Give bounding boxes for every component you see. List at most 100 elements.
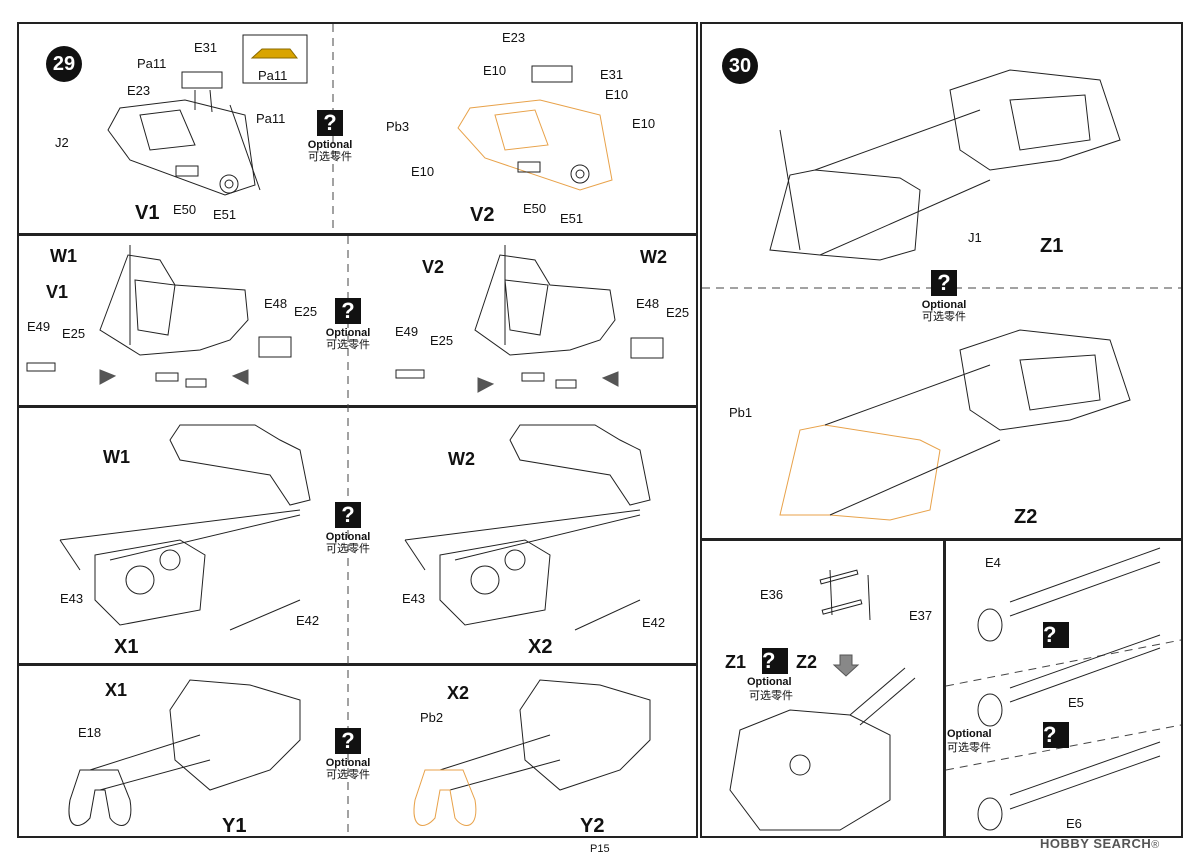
- title-w2-sub: W2: [448, 449, 475, 469]
- step-number-29: 29: [46, 46, 82, 82]
- y1-drawing: [68, 679, 301, 826]
- title-w1-sub: W1: [103, 447, 130, 467]
- watermark-brand: HOBBY SEARCH: [1040, 836, 1152, 851]
- title-z2: Z2: [1014, 506, 1038, 528]
- optional-marker-z: ? Optional 可选零件: [914, 270, 974, 323]
- label-j1: J1: [968, 230, 982, 245]
- optional-label: Optional: [947, 728, 992, 740]
- title-v2: V2: [470, 204, 495, 226]
- label-e48: E48: [636, 296, 660, 311]
- label-e31: E31: [194, 40, 218, 55]
- x2-drawing: [404, 424, 651, 631]
- label-e37: E37: [909, 608, 933, 623]
- title-x2: X2: [528, 636, 553, 658]
- label-e25: E25: [62, 326, 86, 341]
- optional-label-zh: 可选零件: [947, 742, 991, 754]
- question-icon: ?: [335, 298, 361, 324]
- label-e10: E10: [605, 87, 629, 102]
- question-icon: ?: [317, 110, 343, 136]
- optional-label-zh: 可选零件: [922, 311, 966, 324]
- label-e50: E50: [173, 202, 197, 217]
- label-j2: J2: [55, 135, 69, 150]
- title-y2: Y2: [580, 815, 605, 837]
- optional-label-zh: 可选零件: [308, 151, 352, 164]
- question-icon: ?: [1043, 622, 1069, 648]
- title-v2-sub: V2: [422, 257, 445, 277]
- optional-label: Optional: [921, 299, 967, 311]
- z1-drawing: [769, 69, 1121, 261]
- title-z2-bottom: Z2: [796, 652, 818, 672]
- label-e18: E18: [78, 725, 102, 740]
- title-v1: V1: [135, 202, 160, 224]
- title-w1: W1: [50, 246, 77, 266]
- label-e48: E48: [264, 296, 288, 311]
- label-e51: E51: [213, 207, 237, 222]
- watermark-trademark: ®: [1151, 839, 1160, 851]
- question-icon: ?: [931, 270, 957, 296]
- watermark: HOBBY SEARCH®: [1040, 836, 1160, 851]
- label-e10: E10: [632, 116, 656, 131]
- optional-label: Optional: [325, 757, 371, 769]
- label-e31: E31: [600, 67, 624, 82]
- step29-panel-y: [17, 664, 698, 838]
- title-x1: X1: [114, 636, 139, 658]
- question-icon: ?: [762, 648, 788, 674]
- y2-drawing: [413, 679, 651, 826]
- pa11-inset: [242, 34, 308, 84]
- optional-label-zh: 可选零件: [326, 543, 370, 556]
- label-pb3: Pb3: [386, 119, 410, 134]
- step-number-30: 30: [722, 48, 758, 84]
- title-w2: W2: [640, 247, 667, 267]
- dashed-dividers: [332, 24, 1182, 836]
- label-pa11-inset: Pa11: [258, 68, 288, 83]
- optional-marker-v: ? Optional 可选零件: [300, 110, 360, 163]
- label-pa11-top: Pa11: [137, 56, 167, 71]
- question-icon: ?: [1043, 722, 1069, 748]
- optional-label: Optional: [325, 531, 371, 543]
- step30-panel-barrels: [944, 539, 1183, 838]
- label-e49: E49: [27, 319, 51, 334]
- label-e23: E23: [502, 30, 526, 45]
- label-e43: E43: [60, 591, 84, 606]
- label-pa11-side: Pa11: [256, 111, 286, 126]
- optional-label: Optional: [747, 676, 792, 688]
- optional-label: Optional: [325, 327, 371, 339]
- x1-drawing: [59, 424, 311, 631]
- pa11-part: [250, 48, 299, 59]
- barrel-drawings: [977, 547, 1161, 831]
- optional-label-zh: 可选零件: [326, 339, 370, 352]
- label-e42: E42: [296, 613, 320, 628]
- label-e51: E51: [560, 211, 584, 226]
- label-e25: E25: [430, 333, 454, 348]
- z2-drawing: [779, 329, 1131, 521]
- optional-label-zh: 可选零件: [326, 769, 370, 782]
- title-z1: Z1: [1040, 235, 1064, 257]
- title-v1-sub: V1: [46, 282, 69, 302]
- label-e5: E5: [1068, 695, 1084, 710]
- title-z1-bottom: Z1: [725, 652, 747, 672]
- w1-drawing: [26, 245, 292, 388]
- optional-marker-x: ? Optional 可选零件: [318, 502, 378, 555]
- label-e43: E43: [402, 591, 426, 606]
- label-e4: E4: [985, 555, 1001, 570]
- question-icon: ?: [335, 728, 361, 754]
- label-e36: E36: [760, 587, 784, 602]
- title-y1: Y1: [222, 815, 247, 837]
- w2-drawing: [395, 245, 664, 393]
- optional-label: Optional: [307, 139, 353, 151]
- label-e23: E23: [127, 83, 151, 98]
- label-pb1: Pb1: [729, 405, 753, 420]
- title-x1-sub: X1: [105, 680, 128, 700]
- label-pb2: Pb2: [420, 710, 444, 725]
- label-e50: E50: [523, 201, 547, 216]
- question-icon: ?: [335, 502, 361, 528]
- label-e6: E6: [1066, 816, 1082, 831]
- page-number: P15: [590, 843, 610, 855]
- optional-marker-y: ? Optional 可选零件: [318, 728, 378, 781]
- v2-drawing: [457, 65, 613, 191]
- turret-drawing: [729, 569, 916, 831]
- optional-label-zh: 可选零件: [749, 690, 793, 702]
- label-e42: E42: [642, 615, 666, 630]
- title-x2-sub: X2: [447, 683, 470, 703]
